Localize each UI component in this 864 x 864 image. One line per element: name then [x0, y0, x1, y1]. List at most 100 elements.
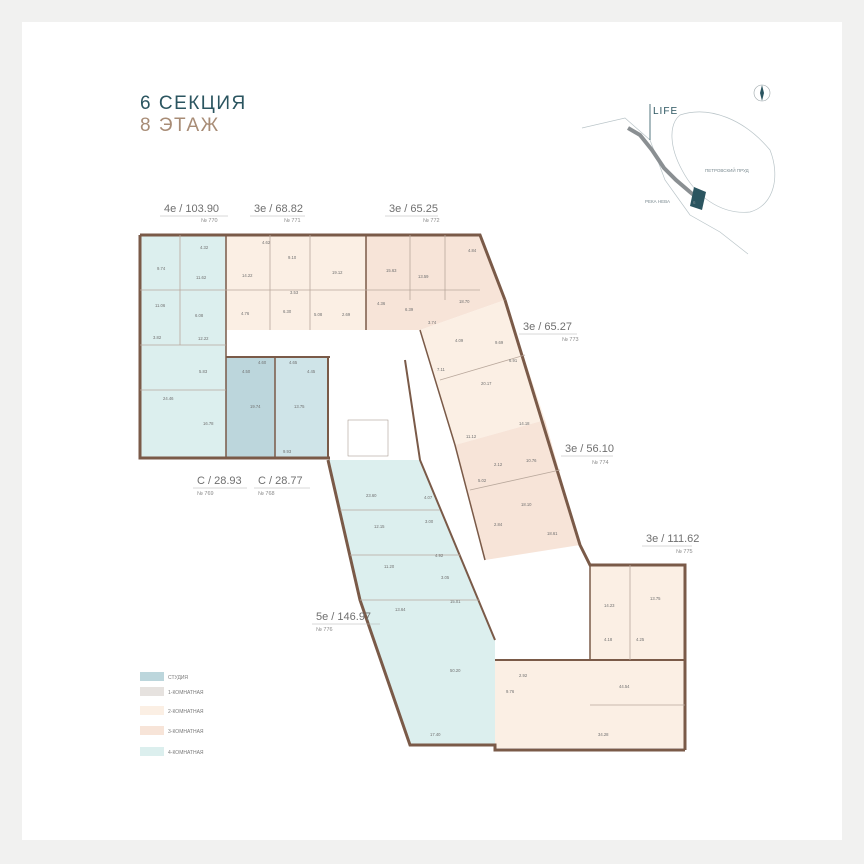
apt-num-771: № 771 — [284, 218, 301, 224]
apartment-770-area[interactable] — [140, 235, 226, 458]
room-label: 9.10 — [288, 255, 297, 260]
apartment-774-area[interactable] — [455, 420, 580, 560]
room-label: 19.12 — [332, 270, 343, 275]
apt-label-774: 3е / 56.10 — [565, 443, 614, 455]
apartment-772-area[interactable] — [366, 235, 505, 330]
room-label: 2.92 — [519, 673, 528, 678]
room-labels: 9.74 4.32 11.62 11.06 6.08 3.82 12.22 5.… — [153, 240, 661, 737]
apartment-labels: 4е / 103.90 № 770 3е / 68.82 № 771 3е / … — [160, 203, 699, 633]
room-label: 17.40 — [430, 732, 441, 737]
room-label: 14.23 — [604, 603, 615, 608]
room-label: 4.76 — [241, 311, 250, 316]
legend-swatch-2room — [140, 706, 164, 715]
legend: СТУДИЯ 1-КОМНАТНАЯ 2-КОМНАТНАЯ 3-КОМНАТН… — [140, 672, 204, 756]
room-label: 4.25 — [636, 637, 645, 642]
room-label: 14.18 — [519, 421, 530, 426]
room-label: 4.36 — [377, 301, 386, 306]
apt-label-771: 3е / 68.82 — [254, 203, 303, 215]
partitions — [140, 235, 685, 706]
room-label: 23.60 — [366, 493, 377, 498]
legend-swatch-studio — [140, 672, 164, 681]
apartment-768-area[interactable] — [275, 357, 328, 458]
room-label: 12.22 — [198, 336, 209, 341]
room-label: 4.32 — [200, 245, 209, 250]
apt-label-768: С / 28.77 — [258, 475, 303, 487]
apt-label-776: 5е / 146.97 — [316, 611, 371, 623]
legend-label-2room: 2-КОМНАТНАЯ — [168, 709, 204, 715]
legend-label-studio: СТУДИЯ — [168, 675, 188, 681]
room-label: 4.62 — [262, 240, 271, 245]
legend-swatch-1room — [140, 687, 164, 696]
room-label: 11.06 — [155, 303, 166, 308]
apt-label-772: 3е / 65.25 — [389, 203, 438, 215]
room-label: 44.54 — [619, 684, 630, 689]
room-label: 4.84 — [468, 248, 477, 253]
room-label: 5.08 — [314, 312, 323, 317]
stair-core — [347, 419, 389, 457]
apartment-769-area[interactable] — [226, 357, 275, 458]
room-label: 3.74 — [428, 320, 437, 325]
room-label: 12.15 — [374, 524, 385, 529]
apt-num-776: № 776 — [316, 627, 333, 633]
room-label: 18.10 — [521, 502, 532, 507]
compass-needle-icon — [760, 85, 764, 101]
room-label: 13.75 — [294, 404, 305, 409]
apt-label-769: С / 28.93 — [197, 475, 242, 487]
apartment-771-area[interactable] — [226, 235, 366, 330]
apt-num-775: № 775 — [676, 549, 693, 555]
room-label: 9.93 — [283, 449, 292, 454]
room-label: 6.08 — [195, 313, 204, 318]
apt-num-769: № 769 — [197, 491, 214, 497]
room-label: 2.84 — [494, 522, 503, 527]
apt-num-774: № 774 — [592, 460, 609, 466]
apartment-773-area[interactable] — [420, 300, 545, 445]
section-title: 6 СЕКЦИЯ — [140, 93, 247, 114]
apt-num-772: № 772 — [423, 218, 440, 224]
room-label: 6.91 — [509, 358, 518, 363]
room-label: 4.09 — [455, 338, 464, 343]
room-label: 4.92 — [435, 553, 444, 558]
title-block: 6 СЕКЦИЯ 8 ЭТАЖ — [140, 93, 247, 137]
room-label: 9.76 — [506, 689, 515, 694]
apartment-776-area[interactable] — [328, 460, 495, 745]
room-label: 4.45 — [307, 369, 316, 374]
apt-num-768: № 768 — [258, 491, 275, 497]
floor-title: 8 ЭТАЖ — [140, 115, 220, 136]
legend-label-1room: 1-КОМНАТНАЯ — [168, 690, 204, 696]
room-label: 19.74 — [250, 404, 261, 409]
map-pond-label: ПЕТРОВСКИЙ ПРУД — [705, 166, 749, 173]
room-label: 9.74 — [157, 266, 166, 271]
map-section-6 — [690, 187, 706, 210]
room-label: 11.62 — [196, 275, 207, 280]
room-label: 13.59 — [418, 274, 429, 279]
apt-num-770: № 770 — [201, 218, 218, 224]
lift-core — [500, 560, 590, 655]
walls — [138, 233, 687, 752]
room-label: 13.75 — [650, 596, 661, 601]
map-section-label: 6 — [693, 200, 696, 205]
room-label: 18.70 — [459, 299, 470, 304]
room-label: 10.76 — [526, 458, 537, 463]
room-label: 4.07 — [424, 495, 433, 500]
map-brand: LIFE — [653, 106, 678, 117]
apt-label-775: 3е / 111.62 — [646, 533, 699, 545]
apt-num-773: № 773 — [562, 337, 579, 343]
locator-map: 6 LIFE ПЕТРОВСКИЙ ПРУД РЕКА НЕВА — [581, 84, 776, 255]
room-label: 6.30 — [283, 309, 292, 314]
room-label: 18.61 — [547, 531, 558, 536]
room-label: 15.63 — [386, 268, 397, 273]
room-label: 3.53 — [290, 290, 299, 295]
room-label: 4.50 — [242, 369, 251, 374]
room-label: 16.78 — [203, 421, 214, 426]
legend-swatch-4room — [140, 747, 164, 756]
room-label: 20.17 — [481, 381, 492, 386]
map-pond — [671, 111, 776, 213]
room-label: 7.11 — [437, 367, 446, 372]
room-label: 2.12 — [494, 462, 503, 467]
room-label: 6.39 — [405, 307, 414, 312]
room-label: 2.69 — [342, 312, 351, 317]
room-label: 13.64 — [395, 607, 406, 612]
room-label: 50.20 — [450, 668, 461, 673]
room-label: 4.65 — [289, 360, 298, 365]
